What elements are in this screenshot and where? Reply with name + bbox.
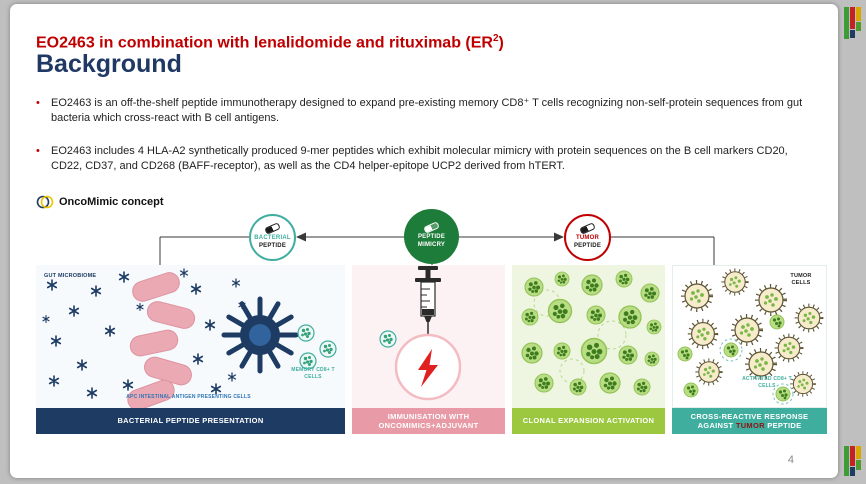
panel-clonal-expansion: CLONAL EXPANSION ACTIVATION	[512, 265, 665, 434]
caption-clonal-expansion: CLONAL EXPANSION ACTIVATION	[512, 408, 665, 434]
label-tumor-cells: TUMOR CELLS	[790, 273, 812, 287]
bullet-item: • EO2463 includes 4 HLA-A2 synthetically…	[36, 144, 820, 175]
badge-tumor-peptide: TUMOR PEPTIDE	[564, 214, 611, 261]
caption-tumor-highlight: TUMOR	[735, 421, 765, 430]
peptide-pill-icon	[423, 221, 440, 234]
panel-immunisation: IMMUNISATION WITH ONCOMIMICS+ADJUVANT	[352, 265, 505, 434]
immunisation-illustration	[352, 265, 505, 408]
slide: EO2463 in combination with lenalidomide …	[10, 4, 838, 478]
badge-label: BACTERIAL	[254, 235, 291, 242]
arrowhead-left-icon	[296, 232, 306, 242]
caption-text: CLONAL EXPANSION ACTIVATION	[522, 416, 655, 426]
caption-text: AGAINST TUMOR PEPTIDE	[697, 421, 802, 430]
panel-cross-reactive-response: TUMOR CELLS ACTIVATED CD8+ T CELLS CROSS…	[672, 265, 827, 434]
caption-cross-reactive-response: CROSS-REACTIVE RESPONSE AGAINST TUMOR PE…	[672, 408, 827, 434]
bullet-marker: •	[36, 144, 40, 157]
brand-bars-bottom-icon	[844, 446, 861, 476]
brand-bars-top-icon	[844, 7, 861, 39]
badge-label: TUMOR	[576, 235, 599, 242]
page-number: 4	[787, 454, 794, 466]
bullet-marker: •	[36, 97, 40, 109]
oncomimic-logo-icon	[36, 195, 54, 209]
peptide-pill-icon	[579, 222, 596, 235]
concept-label: OncoMimic concept	[59, 196, 164, 208]
badge-bacterial-peptide: BACTERIAL PEPTIDE	[249, 214, 296, 261]
peptide-pill-icon	[264, 222, 281, 235]
bullet-list: • EO2463 is an off-the-shelf peptide imm…	[36, 96, 820, 192]
gut-microbiome-illustration: GUT MICROBIOME MEMORY CD8+ T CELLS APC I…	[36, 265, 345, 408]
syringe-icon	[415, 266, 441, 335]
oncomimic-concept: OncoMimic concept	[36, 194, 164, 210]
caption-text: ONCOMIMICS+ADJUVANT	[378, 421, 479, 430]
subtitle-close: )	[498, 34, 504, 52]
badge-label: PEPTIDE	[258, 243, 287, 249]
tumor-cells-illustration: TUMOR CELLS ACTIVATED CD8+ T CELLS	[672, 265, 827, 408]
label-memory-cd8-t-cells: MEMORY CD8+ T CELLS	[291, 367, 335, 380]
subtitle-text: EO2463 in combination with lenalidomide …	[36, 34, 493, 52]
bullet-text: EO2463 includes 4 HLA-A2 synthetically p…	[51, 144, 788, 173]
badge-label: PEPTIDE	[417, 234, 446, 241]
label-activated-cd8-t-cells: ACTIVATED CD8+ T CELLS	[742, 376, 792, 389]
badge-peptide-mimicry: PEPTIDE MIMICRY	[404, 209, 459, 264]
arrowhead-right-icon	[554, 232, 564, 242]
caption-text: IMMUNISATION WITH	[387, 411, 470, 421]
badge-label: PEPTIDE	[573, 243, 602, 249]
caption-text: CROSS-REACTIVE RESPONSE	[690, 411, 809, 421]
label-apc-cells: APC INTESTINAL ANTIGEN PRESENTING CELLS	[126, 394, 251, 400]
clonal-expansion-illustration	[512, 265, 665, 408]
bullet-text: EO2463 is an off-the-shelf peptide immun…	[51, 97, 803, 125]
panel-bacterial-presentation: GUT MICROBIOME MEMORY CD8+ T CELLS APC I…	[36, 265, 345, 434]
label-gut-microbiome: GUT MICROBIOME	[44, 273, 97, 279]
caption-bacterial-peptide-presentation: BACTERIAL PEPTIDE PRESENTATION	[36, 408, 345, 434]
lightning-icon	[418, 349, 438, 387]
page-title: Background	[36, 50, 182, 78]
badge-label: MIMICRY	[417, 242, 446, 248]
subtitle-superscript: 2	[492, 33, 499, 44]
slide-subtitle: EO2463 in combination with lenalidomide …	[36, 33, 504, 52]
caption-text: BACTERIAL PEPTIDE PRESENTATION	[117, 416, 264, 426]
bullet-item: • EO2463 is an off-the-shelf peptide imm…	[36, 96, 820, 127]
caption-immunisation: IMMUNISATION WITH ONCOMIMICS+ADJUVANT	[352, 408, 505, 434]
